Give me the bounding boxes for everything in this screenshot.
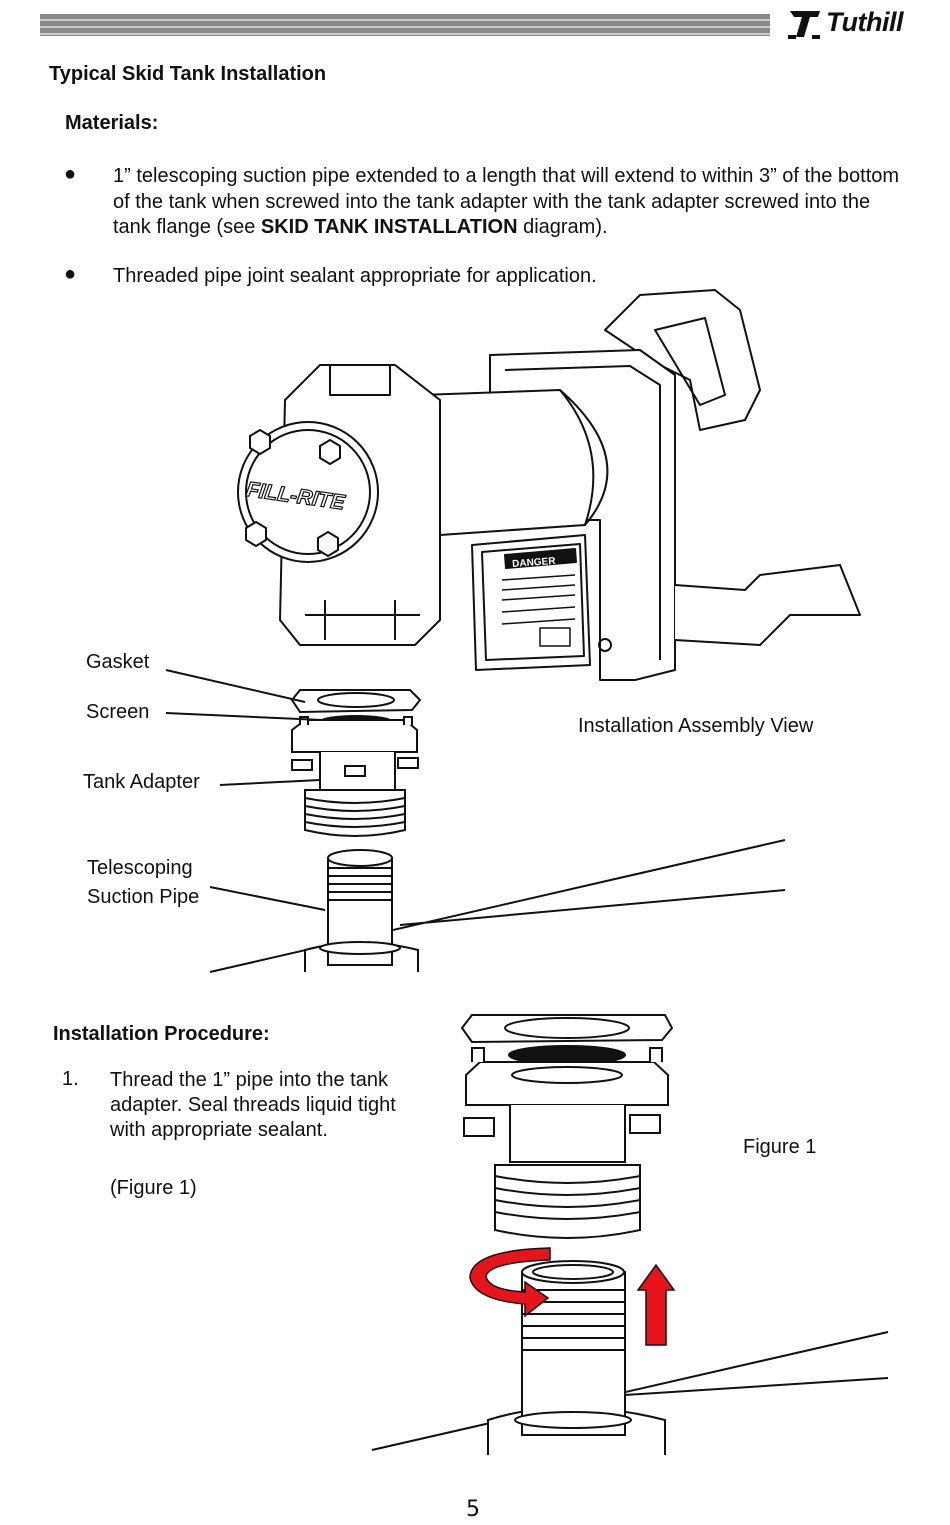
bullet-icon: ● xyxy=(64,163,77,185)
up-arrow-icon xyxy=(636,1263,676,1346)
materials-item-1: 1” telescoping suction pipe extended to … xyxy=(113,164,903,241)
danger-label: DANGER xyxy=(512,556,557,570)
rotate-arrow-icon xyxy=(469,1247,551,1318)
callout-screen: Screen xyxy=(86,701,150,723)
figure-caption: Figure 1 xyxy=(743,1136,817,1158)
brand-name: Tuthill xyxy=(826,7,904,37)
materials-item-1-bold: SKID TANK INSTALLATION xyxy=(260,216,518,238)
tuthill-mark-icon xyxy=(788,11,820,39)
tuthill-logo: Tuthill xyxy=(786,5,916,41)
section-title: Typical Skid Tank Installation xyxy=(49,63,327,85)
bullet-icon: ● xyxy=(64,263,77,285)
callout-suction-pipe: Suction Pipe xyxy=(87,886,200,908)
callout-tank-adapter: Tank Adapter xyxy=(83,771,200,793)
callout-gasket: Gasket xyxy=(86,651,150,673)
step-number: 1. xyxy=(62,1068,79,1090)
page-number: 5 xyxy=(466,1497,480,1522)
materials-item-2: Threaded pipe joint sealant appropriate … xyxy=(113,265,597,287)
procedure-heading: Installation Procedure: xyxy=(53,1023,270,1045)
step-text: Thread the 1” pipe into the tank adapter… xyxy=(110,1069,396,1141)
figure-reference: (Figure 1) xyxy=(110,1177,197,1199)
materials-item-1-text: 1” telescoping suction pipe extended to … xyxy=(113,165,900,238)
diagram-caption: Installation Assembly View xyxy=(578,715,814,737)
callout-telescoping: Telescoping xyxy=(87,857,193,879)
header-rule xyxy=(40,14,770,36)
materials-heading: Materials: xyxy=(65,112,159,134)
materials-item-1-tail: diagram). xyxy=(517,216,608,238)
